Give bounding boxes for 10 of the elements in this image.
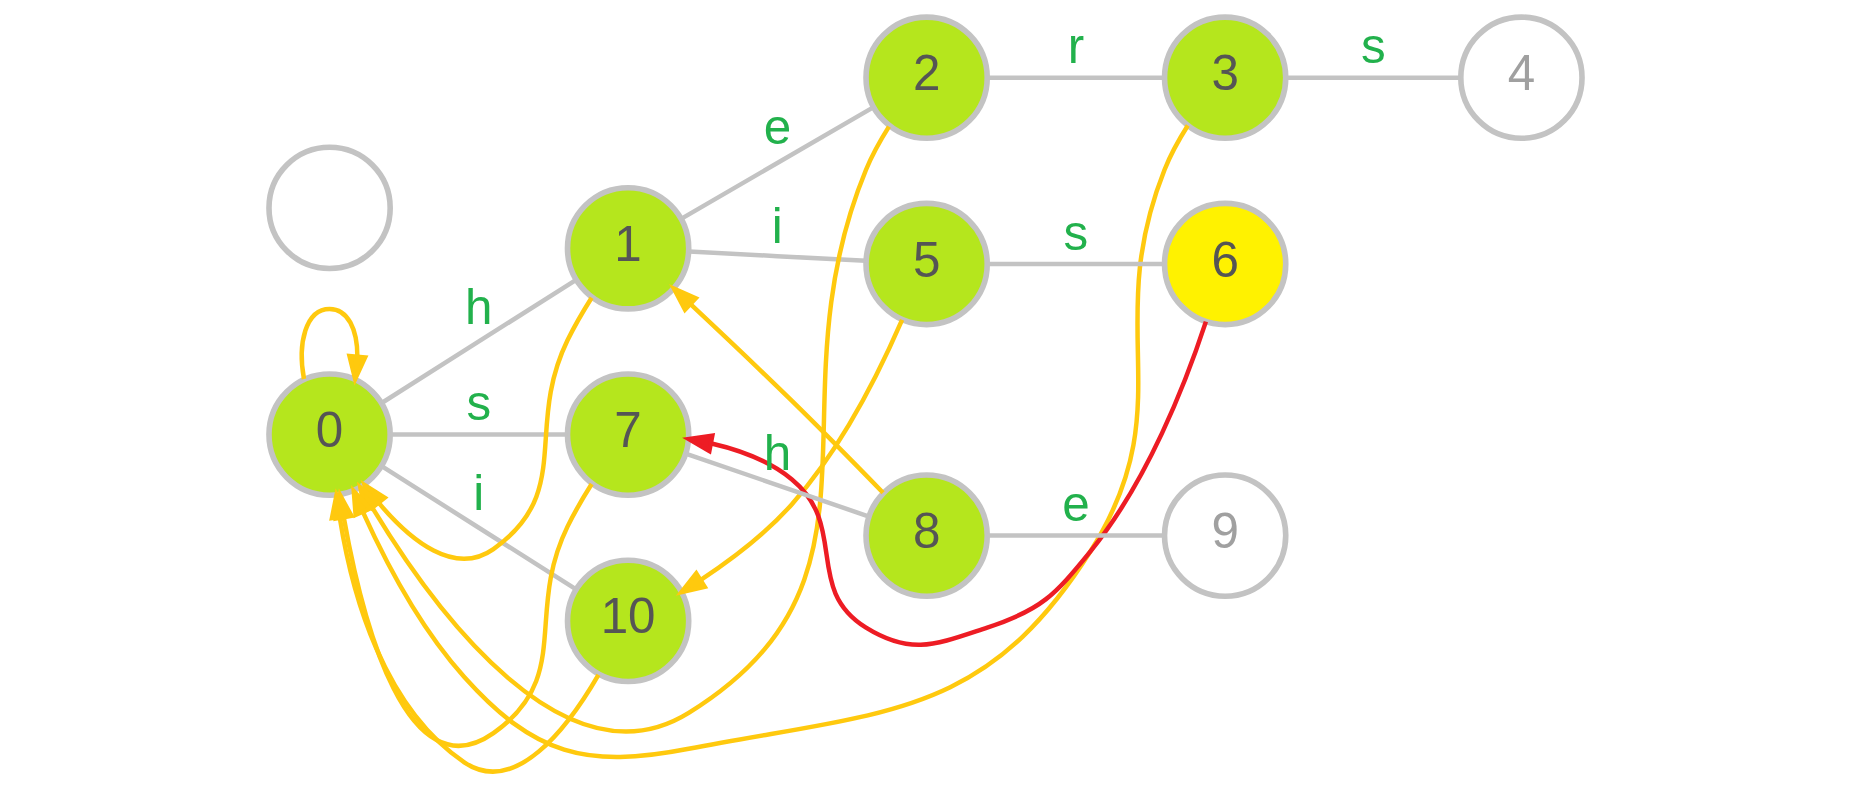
edge-label: h bbox=[763, 424, 792, 480]
edge-label: i bbox=[771, 197, 783, 253]
edge-label: e bbox=[1062, 476, 1090, 532]
edge-label: s bbox=[466, 375, 492, 431]
edge-label: s bbox=[1063, 204, 1089, 260]
edge-label: h bbox=[465, 278, 493, 334]
edge-label: i bbox=[473, 465, 485, 520]
edge-label: s bbox=[1360, 18, 1386, 74]
edge-label: e bbox=[763, 99, 792, 155]
edge-label: r bbox=[1067, 18, 1085, 74]
